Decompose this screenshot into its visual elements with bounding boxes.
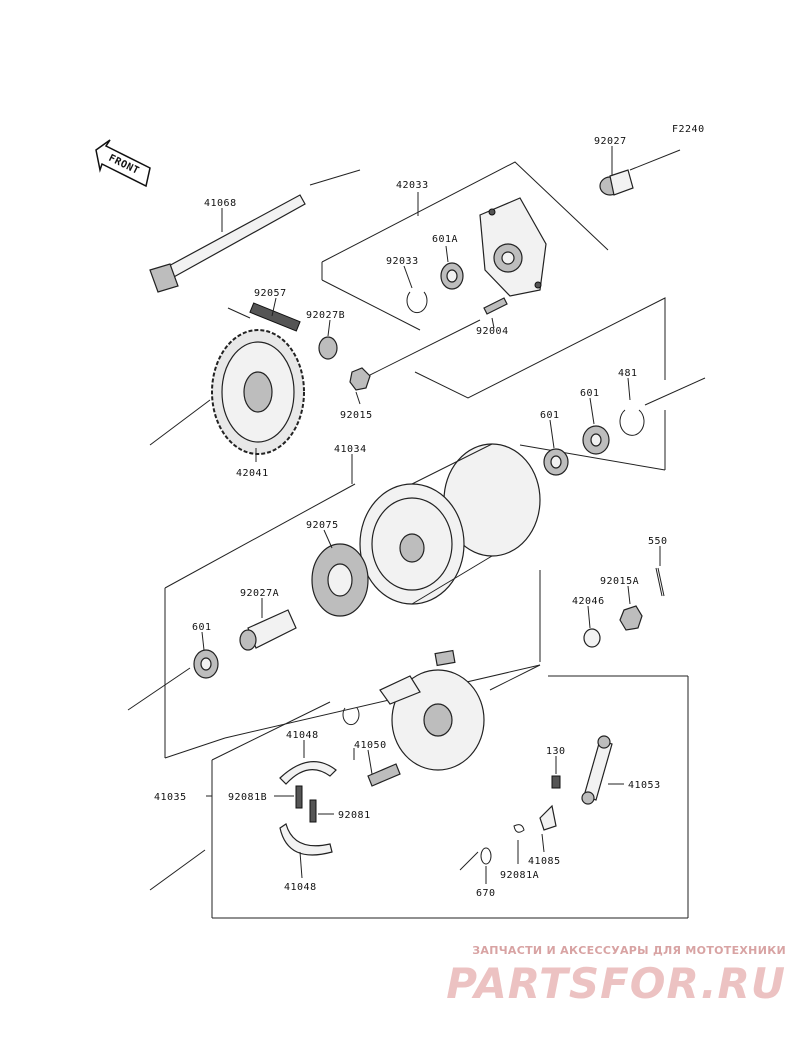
wear-indicator-part: [539, 804, 557, 831]
wheel-hub-part: [359, 443, 541, 605]
collar-92027b-part: [318, 336, 338, 360]
label-41085: 41085: [528, 856, 561, 867]
axle-centerlines: [127, 149, 706, 891]
chain-part: [227, 302, 301, 332]
label-92027a: 92027A: [240, 588, 279, 599]
label-92075: 92075: [306, 520, 339, 531]
leader-lines: [201, 146, 661, 884]
label-41034: 41034: [334, 444, 367, 455]
brake-circlip-part: [342, 707, 360, 726]
label-92027: 92027: [594, 136, 627, 147]
label-41035: 41035: [154, 792, 187, 803]
spring-92081-part: [309, 799, 317, 823]
label-92015: 92015: [340, 410, 373, 421]
collar-92027-part: [599, 169, 634, 196]
label-92004: 92004: [476, 326, 509, 337]
label-92081b: 92081B: [228, 792, 267, 803]
watermark: ЗАПЧАСТИ И АКСЕССУАРЫ ДЛЯ МОТОТЕХНИКИ PA…: [446, 944, 786, 1008]
brake-shoe-top-part: [279, 761, 337, 785]
label-92033: 92033: [386, 256, 419, 267]
label-601-mid: 601: [540, 410, 560, 421]
part-labels: 92027 41068 42033 601A 92033 92057 92027…: [154, 136, 668, 899]
washer-part: [583, 628, 601, 648]
damper-part: [311, 543, 369, 617]
watermark-caption: ЗАПЧАСТИ И АКСЕССУАРЫ ДЛЯ МОТОТЕХНИКИ: [472, 944, 786, 957]
label-41053: 41053: [628, 780, 661, 791]
nut-92015-part: [349, 367, 371, 391]
circlip-670-part: [480, 847, 492, 865]
label-41050: 41050: [354, 740, 387, 751]
bearing-601a-part: [440, 262, 464, 290]
brake-group-frame: [211, 675, 689, 919]
circlip-92033-part: [406, 291, 428, 314]
brake-lever-part: [581, 735, 613, 805]
label-41048-top: 41048: [286, 730, 319, 741]
label-92027b: 92027B: [306, 310, 345, 321]
label-42041: 42041: [236, 468, 269, 479]
stud-92004-part: [483, 297, 508, 315]
bearing-601-top-part: [582, 425, 610, 455]
label-550: 550: [648, 536, 668, 547]
label-601a: 601A: [432, 234, 458, 245]
label-92057: 92057: [254, 288, 287, 299]
label-92015a: 92015A: [600, 576, 639, 587]
label-601-left: 601: [192, 622, 212, 633]
label-670: 670: [476, 888, 496, 899]
spring-92081a-part: [513, 824, 525, 833]
bearing-601-left-part: [193, 649, 219, 679]
label-41048-bottom: 41048: [284, 882, 317, 893]
axle-part: [149, 194, 306, 293]
label-92081a: 92081A: [500, 870, 539, 881]
cotter-pin-part: [655, 567, 665, 597]
wheel-group-frame: [164, 410, 666, 759]
spring-92081b-part: [295, 785, 303, 809]
collar-92027a-part: [239, 609, 297, 651]
watermark-logo: PARTSFOR.RU: [446, 959, 786, 1008]
label-41068: 41068: [204, 198, 237, 209]
sprocket-part: [211, 329, 305, 455]
label-481: 481: [618, 368, 638, 379]
brake-cam-part: [367, 763, 401, 787]
sprocket-hub-part: [479, 197, 547, 297]
hub-group-frame: [321, 161, 666, 399]
label-92081: 92081: [338, 810, 371, 821]
front-arrow: FRONT: [95, 139, 151, 188]
brake-shoe-bottom-part: [279, 823, 333, 856]
bearing-601-mid-part: [543, 448, 569, 476]
label-601-top: 601: [580, 388, 600, 399]
bolt-130-part: [551, 775, 561, 789]
brake-panel-part: [379, 649, 485, 771]
label-42033: 42033: [396, 180, 429, 191]
label-42046: 42046: [572, 596, 605, 607]
circlip-481-part: [619, 409, 645, 436]
figure-code: F2240: [672, 124, 705, 135]
nut-92015a-part: [619, 605, 643, 631]
label-130: 130: [546, 746, 566, 757]
